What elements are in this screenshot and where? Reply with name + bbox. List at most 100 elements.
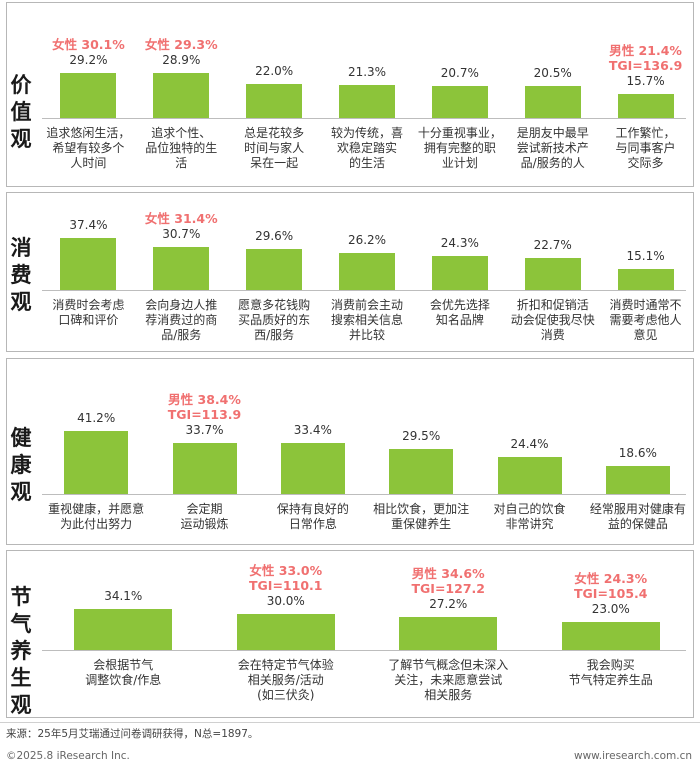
category-label-line: 品/服务的人 xyxy=(520,156,585,170)
tgi-callout-line: TGI=127.2 xyxy=(411,581,485,597)
bar xyxy=(280,443,345,494)
category-label-line: 搜索相关信息 xyxy=(330,313,403,327)
bar xyxy=(153,73,210,118)
category-label-line: 呆在一起 xyxy=(250,156,299,170)
bar xyxy=(153,247,210,290)
category-label-line: 西/服务 xyxy=(254,328,295,342)
category-label-line: 折扣和促销活 xyxy=(516,298,589,312)
category-label-line: 意见 xyxy=(633,328,658,342)
value-label: 29.5% xyxy=(402,429,441,444)
category-label: 会向身边人推荐消费过的商品/服务 xyxy=(135,298,228,343)
section-label-char: 费 xyxy=(10,263,32,287)
category-label-line: 需要考虑他人 xyxy=(609,313,682,327)
category-label-line: 相比饮食，更加注 xyxy=(373,502,470,516)
bar xyxy=(246,83,303,118)
category-label-line: 对自己的饮食 xyxy=(493,502,566,516)
bar xyxy=(497,456,562,494)
bar xyxy=(617,93,674,118)
category-label-line: 买品质好的东 xyxy=(238,313,311,327)
section-label-char: 价 xyxy=(10,73,32,97)
value-label: 22.0% xyxy=(255,63,294,78)
category-label: 十分重视事业，拥有完整的职业计划 xyxy=(413,126,506,171)
category-label-line: 会优先选择 xyxy=(429,298,490,312)
value-label: 41.2% xyxy=(77,411,116,426)
category-label-line: 了解节气概念但未深入 xyxy=(388,658,509,672)
tgi-callout-line: 女性 24.3% xyxy=(574,571,648,587)
category-label: 保持有良好的日常作息 xyxy=(259,502,367,532)
value-label: 28.9% xyxy=(162,53,201,68)
category-label-line: 知名品牌 xyxy=(435,313,484,327)
bar xyxy=(399,617,498,650)
section-label: 健康观 xyxy=(8,425,34,506)
category-label-line: 希望有较多个 xyxy=(52,141,125,155)
category-label: 对自己的饮食非常讲究 xyxy=(475,502,583,532)
category-label-line: 与同事客户 xyxy=(615,141,676,155)
section-label-char: 养 xyxy=(10,639,32,663)
tgi-callout-line: 女性 30.1% xyxy=(52,36,125,52)
category-label-line: 品/服务 xyxy=(161,328,202,342)
category-label: 折扣和促销活动会促使我尽快消费 xyxy=(506,298,599,343)
section-label-char: 值 xyxy=(10,100,32,124)
section-label: 价值观 xyxy=(8,72,34,153)
category-label: 消费前会主动搜索相关信息并比较 xyxy=(321,298,414,343)
category-label: 重视健康，并愿意为此付出努力 xyxy=(42,502,150,532)
category-label-line: 追求个性、 xyxy=(151,126,212,140)
category-label-line: 我会购买 xyxy=(586,658,635,672)
bar xyxy=(60,237,117,290)
category-label-line: 较为传统，喜 xyxy=(330,126,403,140)
website: www.iresearch.com.cn xyxy=(573,750,692,762)
value-label: 20.5% xyxy=(533,66,572,81)
bar xyxy=(561,622,660,650)
bar xyxy=(74,609,173,650)
category-label-line: 节气特定养生品 xyxy=(568,673,653,687)
tgi-callout-line: 女性 33.0% xyxy=(249,563,323,578)
bar xyxy=(339,253,395,290)
tgi-callout: 男性 34.6%TGI=127.2 xyxy=(393,566,503,596)
section-label: 节气养生观 xyxy=(8,584,34,719)
bar xyxy=(617,268,674,290)
value-label: 30.0% xyxy=(266,594,305,608)
category-label-line: 运动锻炼 xyxy=(180,517,229,531)
category-label-line: 品位独特的生 xyxy=(145,141,218,155)
category-label-line: 时间与家人 xyxy=(244,141,305,155)
section-label-char: 消 xyxy=(10,236,32,260)
category-label-line: 动会促使我尽快 xyxy=(510,313,595,327)
tgi-callout: 男性 38.4%TGI=113.9 xyxy=(150,392,260,422)
category-label-line: 的生活 xyxy=(348,156,385,170)
section-label-char: 节 xyxy=(10,585,32,609)
tgi-callout-line: 女性 31.4% xyxy=(144,211,218,227)
category-label-line: 会根据节气 xyxy=(93,658,154,672)
section-label-char: 生 xyxy=(10,666,32,690)
value-label: 15.1% xyxy=(626,248,665,263)
copyright: ©2025.8 iResearch Inc. xyxy=(6,750,130,762)
category-label: 愿意多花钱购买品质好的东西/服务 xyxy=(228,298,321,343)
bar xyxy=(60,72,117,118)
category-label-line: 口碑和评价 xyxy=(58,313,119,327)
category-label: 追求悠闲生活，希望有较多个人时间 xyxy=(42,126,135,171)
footer-divider xyxy=(0,722,700,723)
value-label: 33.4% xyxy=(293,423,332,438)
category-label: 总是花较多时间与家人呆在一起 xyxy=(228,126,321,171)
bar xyxy=(431,85,488,118)
tgi-callout-line: TGI=105.4 xyxy=(574,586,648,602)
bar xyxy=(605,465,670,494)
category-label-line: 交际多 xyxy=(627,156,664,170)
tgi-callout: 女性 31.4% xyxy=(126,211,236,226)
category-label: 会优先选择知名品牌 xyxy=(413,298,506,328)
value-label: 27.2% xyxy=(429,597,468,612)
section-label-char: 健 xyxy=(10,426,32,450)
section-label-char: 观 xyxy=(10,693,32,717)
tgi-callout-line: 男性 38.4% xyxy=(168,391,241,407)
category-label: 会根据节气调整饮食/作息 xyxy=(42,658,205,688)
tgi-callout: 女性 30.1% xyxy=(33,37,143,52)
bar xyxy=(339,84,395,118)
category-label-line: 业计划 xyxy=(441,156,478,170)
category-label-line: 调整饮食/作息 xyxy=(85,673,162,687)
x-axis-line xyxy=(42,494,686,495)
category-label: 较为传统，喜欢稳定踏实的生活 xyxy=(321,126,414,171)
section-label-char: 康 xyxy=(10,453,32,477)
tgi-callout: 女性 33.0%TGI=110.1 xyxy=(231,563,341,593)
value-label: 22.7% xyxy=(533,238,572,253)
value-label: 21.3% xyxy=(347,64,387,79)
